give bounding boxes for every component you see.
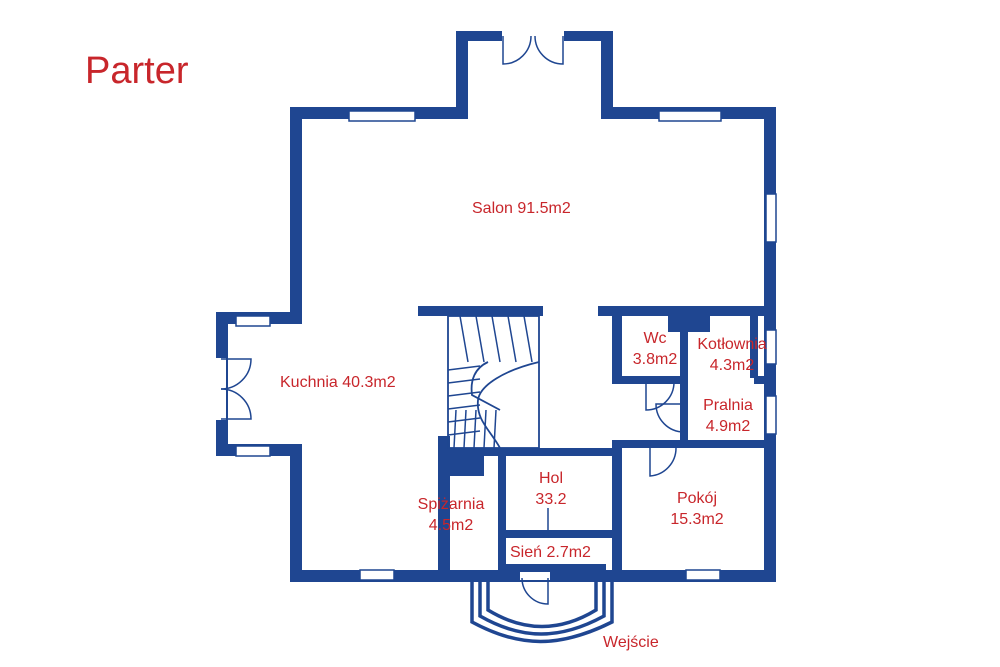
room-name: Sień 2.7m2: [510, 544, 591, 561]
doors: [216, 31, 685, 605]
stair-treads: [447, 315, 533, 449]
stair-tread: [447, 417, 481, 423]
room-area: 4.9m2: [705, 418, 751, 435]
room-name: Pokój: [676, 490, 718, 507]
wall-segment: [612, 440, 622, 575]
wall-segment: [290, 444, 302, 581]
room-area: 33.2: [535, 491, 567, 508]
window: [348, 110, 416, 122]
wall-segment: [601, 31, 613, 111]
room-label-kuchnia: Kuchnia 40.3m2: [280, 372, 396, 393]
door-opening: [520, 572, 550, 580]
door-swing: [649, 447, 677, 477]
room-area: 4.3m2: [709, 357, 755, 374]
stair-tread: [447, 365, 481, 371]
wall-segment: [612, 440, 764, 448]
wall-segment: [754, 376, 766, 384]
room-label-wc: Wc 3.8m2: [624, 328, 686, 370]
stair-tread: [491, 315, 501, 363]
door-swing: [519, 508, 549, 538]
wall-segment: [506, 564, 606, 572]
window: [765, 395, 777, 435]
room-label-hol: Hol 33.2: [520, 468, 582, 510]
stair-tread: [453, 409, 457, 449]
floor-title: Parter: [85, 50, 189, 92]
wall-segment: [498, 448, 506, 576]
windows: [235, 110, 777, 581]
entrance-label: Wejście: [603, 634, 659, 651]
room-label-kotlownia: Kotłownia 4.3m2: [690, 334, 774, 376]
stair-landing-curve: [477, 361, 540, 449]
stair-tread: [447, 391, 481, 397]
entrance-bay: [470, 580, 614, 644]
bay-outer: [470, 580, 614, 644]
door-swing: [220, 358, 252, 390]
stair-inner-curve: [470, 361, 501, 411]
room-area: 3.8m2: [632, 351, 678, 368]
staircase: [447, 315, 540, 449]
wall-segment: [418, 306, 543, 316]
wall-segment: [750, 306, 758, 378]
door-swing: [502, 35, 532, 65]
window: [765, 193, 777, 243]
wall-segment: [680, 306, 688, 448]
room-name: Wc: [643, 330, 667, 347]
room-name: Kuchnia 40.3m2: [280, 374, 396, 391]
room-label-spizarnia: Spiżarnia 4.5m2: [410, 494, 492, 536]
door-swing: [645, 381, 675, 411]
stair-tread: [523, 315, 533, 363]
stair-tread: [475, 315, 485, 363]
wall-segment: [612, 306, 622, 382]
door-swing: [220, 388, 252, 420]
stair-outline: [447, 315, 540, 449]
bay-inner: [486, 580, 598, 629]
window: [765, 329, 777, 365]
room-name: Pralnia: [703, 397, 753, 414]
door-opening: [502, 31, 564, 41]
room-area: 4.5m2: [428, 517, 474, 534]
window: [658, 110, 722, 122]
room-name: Spiżarnia: [417, 496, 485, 513]
window: [685, 569, 721, 581]
window: [359, 569, 395, 581]
room-label-salon: Salon 91.5m2: [472, 198, 571, 219]
room-label-pralnia: Pralnia 4.9m2: [692, 395, 764, 437]
stair-tread: [447, 404, 481, 410]
stair-tread: [459, 315, 469, 363]
wall-segment: [668, 312, 710, 332]
room-name: Salon 91.5m2: [472, 200, 571, 217]
wall-segment: [456, 31, 468, 111]
room-label-sien: Sień 2.7m2: [510, 542, 591, 563]
door-swing: [521, 577, 549, 605]
wall-segment: [444, 448, 500, 456]
stair-tread: [493, 409, 497, 449]
room-area: 15.3m2: [670, 511, 724, 528]
stair-tread: [447, 378, 481, 384]
room-name: Hol: [538, 470, 563, 487]
stair-tread: [473, 409, 477, 449]
stair-tread: [507, 315, 517, 363]
wall-segment: [290, 107, 302, 312]
bay-mid: [478, 580, 606, 636]
wall-segment: [498, 530, 616, 538]
room-name: Kotłownia: [697, 336, 767, 353]
window: [235, 445, 271, 457]
door-swing: [534, 35, 564, 65]
room-label-pokoj: Pokój 15.3m2: [656, 488, 738, 530]
stair-tread: [483, 409, 487, 449]
wall-segment: [612, 376, 684, 384]
stair-tread: [463, 409, 467, 449]
wall-segment: [498, 448, 616, 456]
window: [235, 315, 271, 327]
door-swing: [655, 403, 685, 433]
